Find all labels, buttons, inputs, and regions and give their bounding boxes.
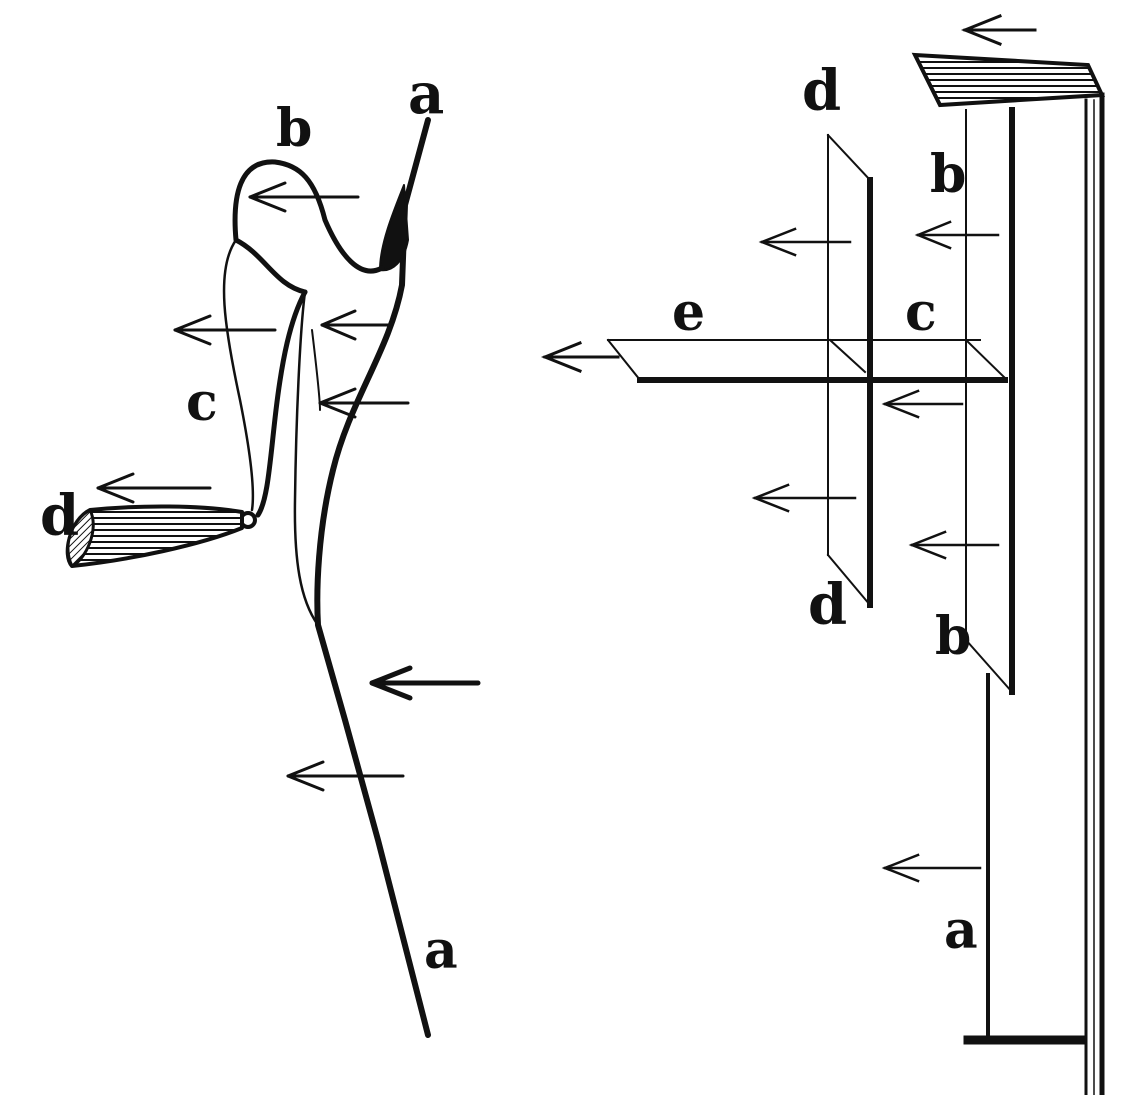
left-curve-c-thick bbox=[255, 289, 308, 518]
left-curve-c-outer bbox=[222, 238, 255, 512]
left-arrow-icon bbox=[320, 309, 390, 341]
right-label-c: c bbox=[905, 282, 937, 343]
left-label-b: b bbox=[276, 98, 312, 159]
plate-mid-c bbox=[828, 338, 867, 374]
left-curve-inner2 bbox=[311, 329, 321, 411]
left-arrow-icon bbox=[369, 665, 481, 701]
right-label-d-top: d bbox=[802, 58, 841, 124]
right-label-d-bottom: d bbox=[808, 572, 847, 638]
top-block bbox=[911, 52, 1106, 108]
left-figure bbox=[65, 117, 481, 1038]
left-label-d: d bbox=[40, 483, 79, 549]
right-arrow-icon bbox=[914, 220, 1000, 250]
left-arrow-icon bbox=[96, 472, 212, 504]
left-plank-d-end bbox=[66, 508, 95, 568]
left-loop-b bbox=[232, 159, 385, 295]
right-top-arrow-icon bbox=[960, 14, 1037, 46]
left-arrow-icon bbox=[286, 760, 405, 792]
right-label-e: e bbox=[672, 282, 705, 343]
plate-left bbox=[606, 338, 642, 382]
right-label-b-top: b bbox=[930, 144, 966, 205]
left-arrow-icon bbox=[248, 181, 360, 213]
left-label-c: c bbox=[186, 372, 218, 433]
right-arrow-icon bbox=[751, 483, 857, 513]
left-curve-inner bbox=[293, 290, 320, 627]
right-label-a: a bbox=[944, 900, 978, 961]
left-label-a-bottom: a bbox=[424, 920, 458, 981]
left-arrow-icon bbox=[173, 314, 277, 346]
right-label-b-bottom: b bbox=[935, 606, 971, 667]
right-arrow-icon bbox=[881, 389, 964, 419]
right-arrow-icon bbox=[758, 227, 852, 257]
left-label-a-top: a bbox=[408, 61, 444, 127]
right-arrow-icon bbox=[908, 530, 1000, 560]
left-plank-d bbox=[65, 504, 244, 568]
panel-b-bottom bbox=[964, 638, 1014, 694]
left-stem-a bbox=[314, 117, 431, 1038]
left-arrow-icon bbox=[318, 387, 410, 419]
right-arrow-icon bbox=[540, 341, 620, 373]
panel-d-top bbox=[826, 133, 872, 182]
right-arrow-icon bbox=[881, 853, 982, 883]
plate-right-c bbox=[964, 338, 1007, 380]
right-figure bbox=[540, 14, 1106, 1095]
panel-d-bottom bbox=[826, 553, 872, 607]
